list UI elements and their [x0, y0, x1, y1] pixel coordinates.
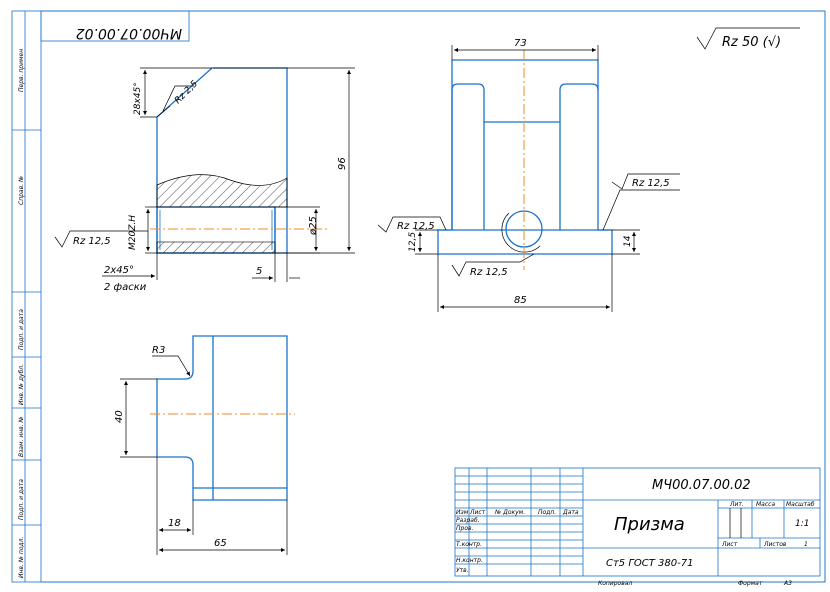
- view-1-section: ø25 96 28x45° Rz 2,5 M20Z.H Rz 12,5 2x45…: [54, 67, 355, 293]
- lit-label: Лит.: [729, 501, 744, 508]
- perv-primen-label: Перв. примен: [18, 49, 25, 92]
- masshtab-value: 1:1: [795, 519, 809, 529]
- dim-width-top-text: 73: [514, 38, 527, 49]
- dim-radius-text: R3: [152, 345, 165, 356]
- general-roughness-text: Rz 50 (√): [722, 35, 781, 50]
- dim-14-text: 14: [623, 235, 633, 247]
- list-label: Лист: [721, 541, 738, 548]
- view-2-front: 73 Rz 12,5 Rz 12,5 12,5 14 Rz 12,5 85: [377, 38, 680, 312]
- masshtab-label: Масштаб: [786, 501, 815, 508]
- left-strip: Перв. примен Справ. № Подп. и дата Инв. …: [12, 11, 41, 582]
- dim-18-text: 18: [168, 518, 181, 529]
- dim-height-text: 96: [337, 157, 348, 170]
- title-block: МЧ00.07.00.02 Призма Ст5 ГОСТ 380-71 Изм…: [454, 467, 821, 587]
- rz-right-text: Rz 12,5: [632, 178, 670, 189]
- inner-frame: [40, 10, 826, 583]
- col-doc: № Докум.: [494, 509, 525, 516]
- material-text: Ст5 ГОСТ 380-71: [606, 558, 693, 569]
- row-utv: Утв.: [456, 567, 469, 574]
- rz-bottom-text: Rz 12,5: [470, 267, 508, 278]
- format-label: Формат: [738, 580, 763, 587]
- dim-chamfer-top-text: 28x45°: [133, 82, 143, 115]
- col-data: Дата: [562, 509, 579, 516]
- dim-chamfer-note-text: 2 фаски: [104, 282, 147, 293]
- listov-value: 1: [804, 541, 808, 548]
- mirrored-designation-text: МЧ00.07.00.02: [76, 25, 182, 41]
- dim-five-text: 5: [256, 266, 262, 277]
- sprav-no-label: Справ. №: [18, 176, 25, 205]
- col-podp: Подп.: [538, 509, 556, 516]
- row-nkontr: Н.контр.: [456, 557, 483, 564]
- rz-left-text: Rz 12,5: [73, 236, 111, 247]
- view-3-top: R3 40 18 65: [114, 335, 295, 555]
- general-roughness: Rz 50 (√): [696, 27, 800, 50]
- row-tkontr: Т.контр.: [456, 541, 482, 548]
- massa-label: Масса: [756, 501, 775, 508]
- dim-65-text: 65: [214, 538, 227, 549]
- kopiroval-label: Копировал: [598, 580, 632, 587]
- rz-left-view2-text: Rz 12,5: [397, 221, 435, 232]
- row-prov: Пров.: [456, 525, 474, 532]
- part-name-text: Призма: [614, 514, 685, 535]
- podp-data-label-2: Подп. и дата: [18, 479, 25, 520]
- inv-podl-label: Инв. № подл.: [18, 537, 25, 578]
- vzam-inv-label: Взам. инв. №: [18, 416, 25, 457]
- rz-chamfer-text: Rz 2,5: [173, 79, 200, 106]
- dim-thread-text: M20Z.H: [128, 215, 138, 250]
- row-razrab: Разраб.: [456, 517, 480, 524]
- col-izm: Изм: [456, 509, 469, 516]
- dim-chamfer-bottom-text: 2x45°: [104, 265, 134, 276]
- dim-width-bottom-text: 85: [514, 295, 527, 306]
- dim-40-text: 40: [114, 410, 125, 423]
- dim-dia-text: ø25: [308, 216, 319, 236]
- col-list: Лист: [469, 509, 486, 516]
- format-value: A3: [783, 580, 792, 587]
- listov-label: Листов: [763, 541, 787, 548]
- mirrored-designation: МЧ00.07.00.02: [40, 10, 190, 42]
- designation-text: МЧ00.07.00.02: [652, 478, 751, 493]
- podp-data-label-1: Подп. и дата: [18, 309, 25, 350]
- inv-dubl-label: Инв. № дубл.: [18, 364, 25, 405]
- dim-12-5-text: 12,5: [408, 232, 418, 252]
